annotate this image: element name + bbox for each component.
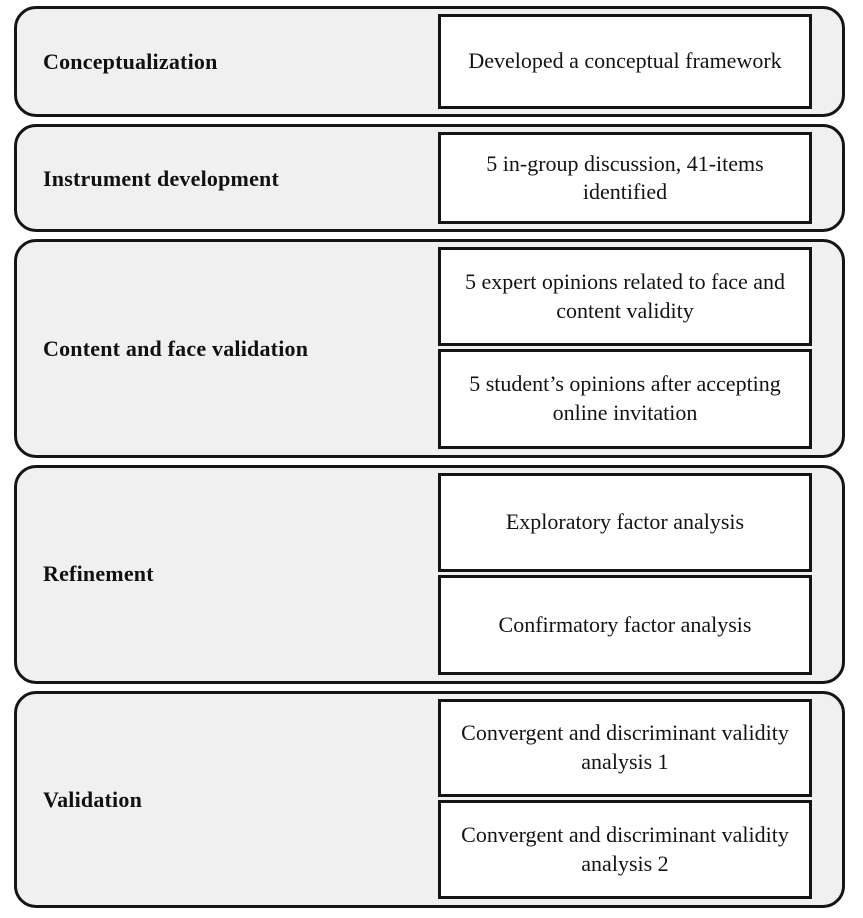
stage-label: Content and face validation: [43, 335, 309, 361]
stage-label: Conceptualization: [43, 48, 218, 74]
stage-validation: Validation Convergent and discriminant v…: [14, 690, 845, 908]
stage-items: Convergent and discriminant validity ana…: [438, 694, 842, 905]
stage-item-box: Convergent and discriminant validity ana…: [438, 698, 812, 798]
stage-label: Refinement: [43, 561, 154, 587]
stage-items: 5 expert opinions related to face and co…: [438, 242, 842, 454]
stage-instrument-development: Instrument development 5 in-group discus…: [14, 124, 845, 233]
stage-refinement: Refinement Exploratory factor analysis C…: [14, 464, 845, 684]
stage-items: Exploratory factor analysis Confirmatory…: [438, 468, 842, 681]
stage-conceptualization: Conceptualization Developed a conceptual…: [14, 6, 845, 118]
stage-item-box: Confirmatory factor analysis: [438, 575, 812, 675]
stage-label: Validation: [43, 786, 143, 812]
stage-item-box: 5 in-group discussion, 41-items identifi…: [438, 132, 812, 225]
stage-items: 5 in-group discussion, 41-items identifi…: [438, 127, 842, 229]
stage-item-box: 5 expert opinions related to face and co…: [438, 247, 812, 347]
stage-item-box: Exploratory factor analysis: [438, 472, 812, 573]
stage-item-box: Developed a conceptual framework: [438, 14, 812, 110]
stage-item-box: 5 student’s opinions after accepting onl…: [438, 349, 812, 449]
stage-content-and-face-validation: Content and face validation 5 expert opi…: [14, 239, 845, 458]
stage-label: Instrument development: [43, 165, 280, 191]
stage-items: Developed a conceptual framework: [438, 9, 842, 114]
stage-item-box: Convergent and discriminant validity ana…: [438, 800, 812, 899]
